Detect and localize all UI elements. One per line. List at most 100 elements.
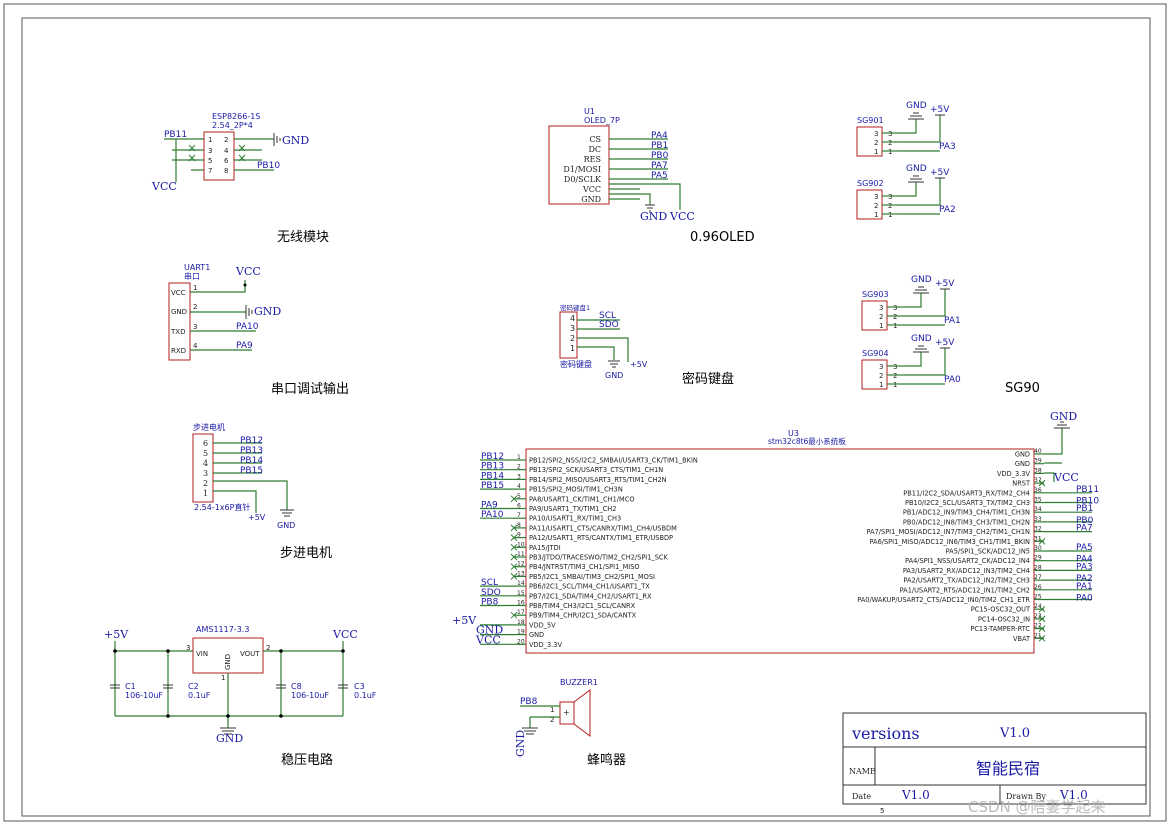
keypad-net-pwr: +5V [630,360,648,369]
versions-label: versions [851,724,920,743]
servo-sig-net: PA0 [944,375,961,385]
servo-pin-no: 2 [893,313,897,321]
stepper-net: PB13 [240,446,263,456]
mcu-right-net: PB0 [1076,516,1094,526]
date-label: Date [852,792,871,801]
mcu-right-pin-label: PC14-OSC32_IN [978,615,1030,623]
stepper-net-pwr: +5V [248,513,266,522]
mcu-gnd-net: GND [1050,410,1077,423]
uart-pin-vcc: VCC [171,289,186,297]
servo-gnd-net: GND [911,334,932,344]
mcu-left-pin-no: 9 [517,532,521,539]
servo-pin-no: 2 [888,139,892,147]
buzzer-circuit: BUZZER1 + 1 2 PB8 GND 蜂鸣器 [514,678,626,768]
servo-pwr-net: +5V [935,279,955,289]
mcu-right-net: PA4 [1076,555,1093,565]
esp-net-right: PB10 [257,161,280,171]
servo-pwr-net: +5V [930,105,950,115]
mcu-left-net: SDO [481,588,501,598]
servo-sig-net: PA3 [939,142,956,152]
mcu-left-pin-no: 15 [517,590,525,597]
mcu-left-pin-no: 5 [517,493,521,500]
mcu-left-pin-no: 1 [517,454,521,461]
esp-pin-8: 8 [224,167,228,175]
wireless-module: ESP8266-1S 2.54_2P*4 1 2 3 4 5 6 7 8 PB1… [151,112,329,245]
keypad-pin-2: 2 [570,334,575,343]
mcu-right-pin-no: 30 [1034,545,1042,552]
servo-pin-no: 3 [888,193,892,201]
mcu-right-pin-label: PA5/SPI1_SCK/ADC12_IN5 [946,548,1030,556]
esp-pin-3: 3 [208,147,212,155]
oled-net-label: PA7 [651,161,668,171]
mcu-right-pin-label: PA7/SPI1_MOSI/ADC12_IN7/TIM3_CH2/TIM1_CH… [867,528,1031,536]
mcu-left-pin-label: PB4/JNTRST/TIM3_CH1/SPI1_MISO [529,563,640,571]
mcu-right-net: PA5 [1076,543,1093,553]
uart-pin-no-4: 4 [193,342,198,350]
stepper-ref: 步进电机 [193,422,225,432]
stepper-pin: 6 [203,439,208,448]
servo-sig-net: PA2 [939,205,956,215]
svg-text:+: + [563,708,570,717]
uart-pin-no-1: 1 [193,284,197,292]
servo-pin: 1 [874,211,878,219]
keypad-pin-4: 4 [570,314,575,323]
mcu-right-pin-label: PB11/I2C2_SDA/USART3_RX/TIM2_CH4 [903,489,1030,497]
mcu-left-pin-label: PB12/SPI2_NSS/I2C2_SMBAI/USART3_CK/TIM1_… [529,457,698,465]
oled-pin-label: RES [584,155,601,164]
stepper-footprint: 2.54-1x6P直针 [194,502,250,512]
keypad-pin-1: 1 [570,344,575,353]
keypad-ref: 密码键盘1 [560,303,590,312]
mcu-right-pin-label: PC15-OSC32_OUT [971,606,1031,614]
servo-ref: SG901 [857,116,884,125]
buzzer-pin-1: 1 [550,706,554,714]
mcu-left-pin-no: 10 [517,541,525,548]
servo-pin: 2 [879,313,883,321]
mcu-left-pin-label: PB9/TIM4_CHR/I2C1_SDA/CANTX [529,612,637,620]
servo-pin: 2 [879,372,883,380]
mcu-left-pin-no: 11 [517,551,525,558]
uart-ref: UART1 [184,263,210,272]
servo-pin-no: 3 [893,304,897,312]
mcu-left-pin-label: PB15/SPI2_MOSI/TIM1_CH3N [529,486,623,494]
esp-pin-7: 7 [208,167,212,175]
mcu-right-pin-label: PA2/USART2_TX/ADC12_IN2/TIM2_CH3 [903,577,1030,585]
mcu-right-pin-label: PA3/USART2_RX/ADC12_IN3/TIM2_CH4 [903,567,1030,575]
mcu-left-pin-no: 20 [517,638,525,645]
mcu-left-net: PB15 [481,481,504,491]
servo-pin-no: 1 [893,381,897,389]
mcu-left-net: PB8 [481,598,499,608]
keypad-net-sdo: SDO [599,320,619,330]
servo-gnd-net: GND [906,164,927,174]
regulator-pin-no-gnd: 1 [221,674,225,682]
mcu-left-pin-label: PB5/I2C1_SMBAI/TIM3_CH2/SPI1_MOSI [529,573,655,581]
mcu-left-pin-label: PB14/SPI2_MISO/USART3_RTS/TIM1_CH2N [529,476,667,484]
stepper-net-gnd: GND [277,521,295,530]
mcu-right-pin-no: 32 [1034,526,1042,533]
buzzer-net: PB8 [520,697,538,707]
servo-pin: 3 [879,363,883,371]
mcu-left-pin-no: 16 [517,600,525,607]
mcu-right-net: PA2 [1076,574,1093,584]
esp8266-footprint: 2.54_2P*4 [212,121,253,130]
mcu-right-pin-no: 21 [1034,632,1042,639]
inner-frame [21,17,1151,817]
esp-pin-1: 1 [208,136,212,144]
regulator-ref: AMS1117-3.3 [196,625,249,634]
mcu-ref: U3 [788,429,799,438]
buzzer-gnd-net: GND [514,730,527,757]
uart-net-vcc: VCC [235,265,261,278]
oled-gnd-net: GND [640,210,667,223]
servo-ref: SG903 [862,290,889,299]
mcu-right-pin-no: 28 [1034,564,1042,571]
oled-net-label: PB1 [651,141,668,151]
uart-pin-no-2: 2 [193,303,197,311]
esp-net-left: PB11 [164,130,187,140]
buzzer-pin-2: 2 [550,716,554,724]
uart-pin-gnd: GND [171,308,187,316]
mcu-left-net: PB12 [481,452,504,462]
servo-pin-no: 1 [893,322,897,330]
stepper-net: PB14 [240,456,263,466]
mcu-left-pin-no: 2 [517,464,521,471]
stepper-pin: 3 [203,469,208,478]
